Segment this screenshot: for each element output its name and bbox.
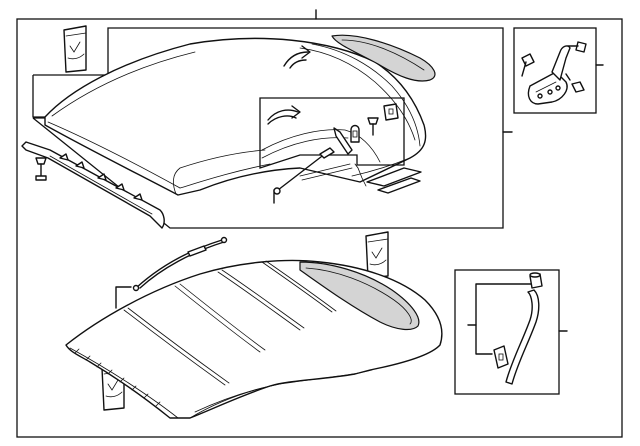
hardtop-assembly-group [32,27,513,229]
drain-bracket-line [475,283,533,355]
soft-top-callout-leader [115,286,132,309]
sealant-packet-top [63,25,87,73]
cable-end [319,147,335,159]
cable-rod [277,149,331,191]
hardtop-detail-group [259,97,405,204]
hinge-bolt-left [521,53,535,67]
detail-arrow [267,109,299,121]
soft-top-rear-window [299,261,420,331]
drain-hose [505,289,540,385]
hinge-bolt-top [575,41,587,53]
detail-seal-strip [299,163,351,177]
seal-strip-lower [377,177,421,194]
shell-direction-arrow [283,51,309,67]
hinge-bolt-lower [571,81,585,93]
rear-window-glass [331,34,436,82]
detail-box [259,97,405,169]
seal-strip-upper [366,167,422,187]
side-rail-strip [21,141,165,229]
soft-top-cable [135,239,223,289]
side-rail-group [21,141,165,229]
drain-box [454,269,560,395]
rear-window-glass-edge [341,39,425,71]
hinge-arm [551,45,571,81]
detail-pad [383,103,399,121]
latch-bracket [333,127,353,155]
drain-clip [493,345,509,369]
soft-top-group [115,236,228,309]
rail-screw [35,157,47,165]
hardtop-shell [44,37,427,196]
sealant-packet-middle [365,231,389,279]
hinge-bracket-group [513,27,604,114]
detail-screw [367,117,379,125]
outer-frame [16,18,623,438]
clip-fastener [350,124,360,143]
hinge-box [513,27,597,114]
drain-hose-group [454,269,568,395]
